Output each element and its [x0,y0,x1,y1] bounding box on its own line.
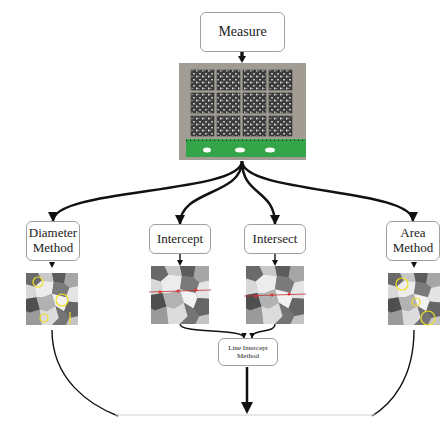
method-box: Intersect [244,224,306,254]
node-label: Measure [218,24,266,40]
arrowhead [238,56,246,63]
intercept-micrograph [149,266,211,324]
node-label: Line Intercept Method [222,344,274,360]
down-arrow [246,367,249,404]
flow-curve [52,330,118,416]
connector [242,52,275,224]
text-group: Measure [218,24,266,40]
arrowhead [241,402,253,414]
area-micrograph [388,273,440,325]
arrowhead [411,262,417,268]
connector [180,254,244,338]
node-label: Area Method [390,226,436,256]
connector [53,52,242,221]
text-group: Diameter Method [29,226,77,256]
process-box: Measure [200,12,285,52]
flow-curve [372,330,414,416]
method-box: Area Method [386,221,440,261]
text-group: Line Intercept Method [222,344,274,360]
method-box: Diameter Method [26,221,80,261]
text-group: Intercept [157,232,203,247]
text-group: Area Method [390,226,436,256]
node-label: Intercept [157,232,203,247]
sample-photo [179,63,306,160]
result-box: Line Intercept Method [218,338,278,366]
text-group: Intersect [253,232,298,247]
node-label: Diameter Method [29,226,77,256]
method-box: Intercept [149,224,211,254]
arrowhead [272,260,278,266]
connector [242,52,413,221]
connector [180,52,242,224]
node-label: Intersect [253,232,298,247]
intersect-micrograph [244,266,306,324]
baseline [115,415,375,416]
connector [252,254,275,338]
arrowhead [177,260,183,266]
diameter-micrograph [26,273,78,325]
arrowhead [49,262,55,268]
